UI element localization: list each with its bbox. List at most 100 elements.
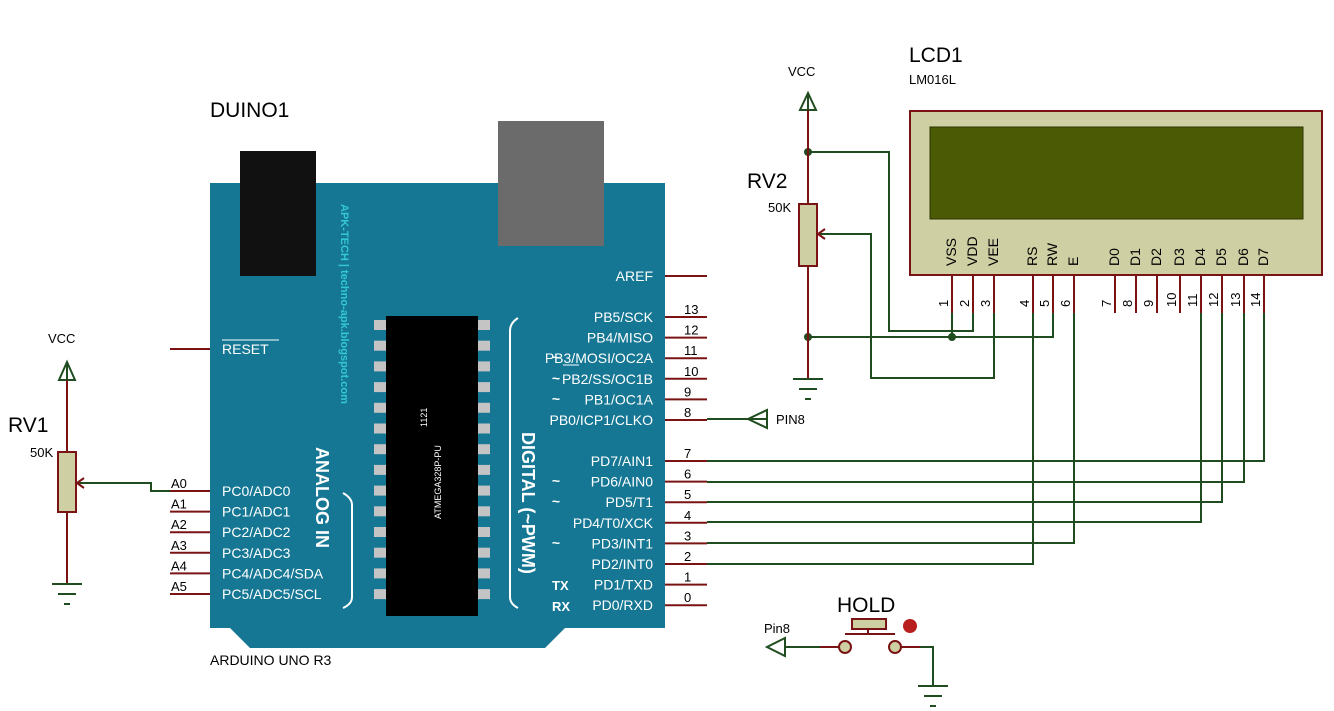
vcc-arrow-icon [57, 359, 77, 381]
lcd-pin-number: 6 [1058, 300, 1073, 307]
pin-number: 10 [684, 364, 698, 379]
rv1-body [57, 451, 77, 513]
pin-label: PD6/AIN0 [591, 474, 653, 490]
lcd-pin-number: 8 [1120, 300, 1135, 307]
digital-bracket [509, 317, 519, 609]
wire-vcc-vdd [808, 151, 974, 332]
pin-number: 1 [684, 570, 691, 585]
button-actuator [851, 618, 887, 630]
portb-pins: 13PB5/SCK12PB4/MISO11PB3/MOSI/OC2A~10PB2… [545, 302, 707, 428]
pin8-input-label: PIN8 [776, 412, 805, 427]
lcd-pin-label: RS [1024, 247, 1040, 266]
lcd-screen [929, 126, 1304, 220]
terminal-arrow-icon [764, 636, 786, 658]
wires [77, 151, 1265, 686]
lcd-pin-label: E [1065, 257, 1081, 266]
pin-label: PB2/SS/OC1B [562, 371, 653, 387]
chip-pin [374, 340, 386, 351]
pin-label: PC4/ADC4/SDA [222, 565, 324, 581]
lcd-pin-number: 1 [936, 300, 951, 307]
chip-pin [478, 506, 490, 517]
digital-label: DIGITAL (~PWM) [518, 432, 538, 574]
pin-number: A1 [171, 497, 187, 512]
pin-number: 9 [684, 384, 691, 399]
chip-pin [374, 361, 386, 372]
lcd-pin-label: D0 [1106, 248, 1122, 266]
lcd-pin-label: D6 [1235, 248, 1251, 266]
wire-d4 [707, 313, 1202, 523]
chip-pin [478, 568, 490, 579]
chip-pin [478, 382, 490, 393]
lcd-pin-number: 3 [978, 300, 993, 307]
board-brand-text: APK-TECH | techno-apk.blogspot.com [338, 204, 350, 404]
pin-number: 4 [684, 508, 691, 523]
wire-d6 [707, 313, 1245, 483]
lcd-pins: VSS1VDD2VEE3RS4RW5E6D07D18D29D310D411D51… [936, 236, 1271, 313]
lcd-pin-label: D7 [1255, 248, 1271, 266]
button-terminal-right [888, 640, 902, 654]
pin-number: 2 [684, 549, 691, 564]
pin-number: 3 [684, 528, 691, 543]
pin-label: PB0/ICP1/CLKO [550, 412, 654, 428]
pin-label: PD4/T0/XCK [573, 515, 654, 531]
wire-e [707, 313, 1075, 544]
chip-pin [374, 485, 386, 496]
lcd-pin-label: VSS [943, 238, 959, 266]
lcd-pin-label: D4 [1192, 248, 1208, 266]
wire-rv1-a0 [77, 482, 170, 492]
tx-label: TX [552, 578, 569, 593]
pwm-mark: ~ [552, 473, 560, 489]
chip-pin [478, 464, 490, 475]
pin-number: A3 [171, 538, 187, 553]
chip-code: 1121 [419, 408, 429, 427]
chip-pin [374, 464, 386, 475]
wire-rs [707, 313, 1034, 565]
chip-body [386, 316, 478, 616]
pin-label: PD7/AIN1 [591, 453, 653, 469]
lcd-pin-number: 12 [1206, 293, 1221, 307]
ground-icon [52, 583, 82, 605]
pin-label: PB5/SCK [594, 309, 654, 325]
button-terminal-left [838, 640, 852, 654]
wire-d7 [707, 313, 1265, 462]
pin-number: A0 [171, 476, 187, 491]
wire-rv2-wiper-vee [820, 233, 995, 379]
potentiometer-rv1: VCC RV1 50K [8, 331, 85, 605]
pin-label: PB3/MOSI/OC2A [545, 350, 654, 366]
lcd-pin-label: D3 [1171, 248, 1187, 266]
analog-in-label: ANALOG IN [312, 447, 332, 548]
rv1-supply-label: VCC [48, 331, 75, 346]
rv2-body [798, 203, 818, 267]
board-reference: DUINO1 [210, 99, 289, 122]
chip-pin [374, 320, 386, 330]
pin-label: PC2/ADC2 [222, 524, 291, 540]
rv2-wiper-arrow [817, 228, 826, 240]
pwm-mark: ~ [552, 534, 560, 550]
pin-number: 7 [684, 446, 691, 461]
pin-number: 11 [684, 343, 698, 358]
power-jack [240, 151, 316, 276]
lcd-pin-label: VDD [964, 236, 980, 266]
chip-pin [374, 589, 386, 600]
pwm-mark: ~ [552, 493, 560, 509]
usb-connector [498, 121, 604, 246]
chip-pins-left [374, 320, 386, 600]
chip-name: ATMEGA328P-PU [433, 445, 443, 519]
ground-icon [918, 685, 948, 707]
board-name: ARDUINO UNO R3 [210, 652, 332, 668]
pin-number: A2 [171, 517, 187, 532]
pin-number: 13 [684, 302, 698, 317]
chip-pin [478, 320, 490, 330]
potentiometer-rv2: VCC RV2 50K [747, 64, 826, 400]
chip-pin [374, 547, 386, 558]
lcd-pin-label: D1 [1127, 248, 1143, 266]
pin-number: 0 [684, 590, 691, 605]
pin8-output-label: Pin8 [764, 621, 790, 636]
pin-number: 5 [684, 487, 691, 502]
analog-bracket [342, 492, 353, 609]
pin-label: PD2/INT0 [592, 556, 654, 572]
terminal-arrow-icon [745, 408, 768, 430]
rv1-value: 50K [30, 445, 53, 460]
wire-button-gnd [901, 646, 934, 686]
rv1-reference: RV1 [8, 414, 48, 437]
